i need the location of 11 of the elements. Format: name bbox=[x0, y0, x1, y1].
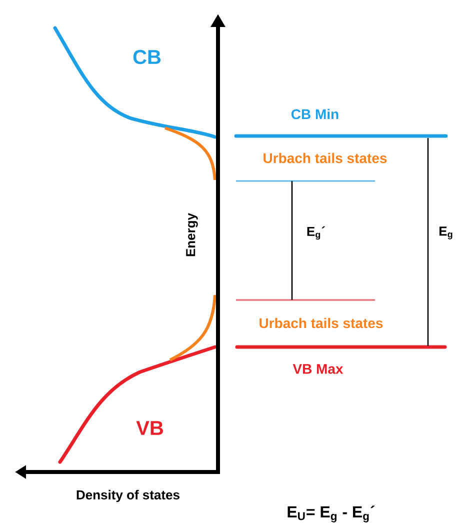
axis-label: Energy bbox=[186, 213, 198, 256]
level-label: VB Max bbox=[292, 364, 344, 374]
band-label: CB bbox=[133, 50, 161, 64]
band-label: VB bbox=[136, 421, 163, 435]
level-label: CB Min bbox=[291, 108, 338, 120]
formula-text: E$_{U}$= E$_{g}$ - E$_{g}$´ bbox=[288, 506, 375, 522]
tail-label: Urbach tails states bbox=[264, 152, 387, 164]
gap-label: E$_{g}$´ bbox=[307, 226, 325, 240]
tail-label: Urbach tails states bbox=[260, 318, 383, 328]
axis-label: Density of states bbox=[76, 490, 180, 502]
gap-label: E$_{g}$ bbox=[439, 226, 452, 240]
